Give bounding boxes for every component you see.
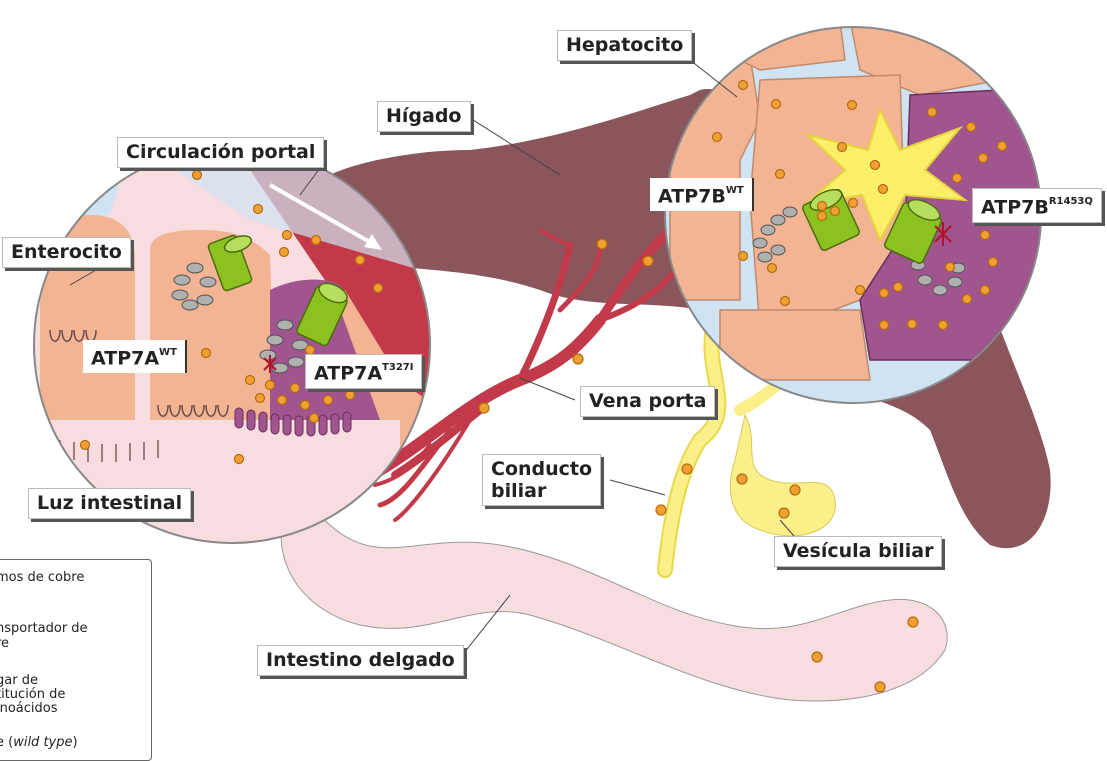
atp7b-mutant-base: ATP7B [981, 196, 1049, 218]
label-intestino-delgado: Intestino delgado [257, 645, 464, 676]
label-hepatocito: Hepatocito [557, 30, 692, 61]
legend-wild-type-italic: wild type [13, 735, 72, 750]
legend-substitution-l3: inoácidos [0, 702, 151, 716]
atp7a-wt-superscript: WT [159, 347, 177, 358]
label-atp7a-mutant: ATP7AT327I [305, 354, 422, 389]
label-atp7a-wt: ATP7AWT [83, 340, 187, 373]
atp7a-mutant-superscript: T327I [382, 362, 413, 373]
conducto-biliar-line1: Conducto [491, 458, 592, 480]
atp7b-mutant-superscript: R1453Q [1049, 196, 1093, 207]
atp7a-mutant-base: ATP7A [314, 362, 382, 384]
legend-wild-type: e (wild type) [0, 736, 151, 750]
label-atp7b-mutant: ATP7BR1453Q [972, 188, 1102, 223]
legend-box: mos de cobre nsportador de re gar de tit… [0, 559, 152, 761]
label-vena-porta: Vena porta [580, 386, 715, 417]
label-conducto-biliar: Conducto biliar [482, 454, 601, 506]
label-luz-intestinal: Luz intestinal [28, 488, 191, 519]
legend-transporter-l2: re [0, 637, 151, 651]
legend-copper-atoms: mos de cobre [0, 571, 151, 585]
legend-wild-type-prefix: e ( [0, 735, 13, 750]
label-atp7b-wt: ATP7BWT [650, 178, 754, 211]
atp7b-wt-base: ATP7B [658, 185, 726, 207]
label-vesicula-biliar: Vesícula biliar [774, 536, 942, 567]
conducto-biliar-line2: biliar [491, 480, 592, 502]
legend-transporter-l1: nsportador de [0, 622, 151, 636]
atp7a-wt-base: ATP7A [91, 347, 159, 369]
legend-wild-type-suffix: ) [72, 735, 77, 750]
label-higado: Hígado [377, 101, 471, 132]
legend-substitution-l1: gar de [0, 674, 151, 688]
label-circulacion-portal: Circulación portal [117, 137, 324, 168]
atp7b-wt-superscript: WT [726, 185, 744, 196]
label-enterocito: Enterocito [2, 237, 131, 268]
legend-substitution-l2: titución de [0, 688, 151, 702]
